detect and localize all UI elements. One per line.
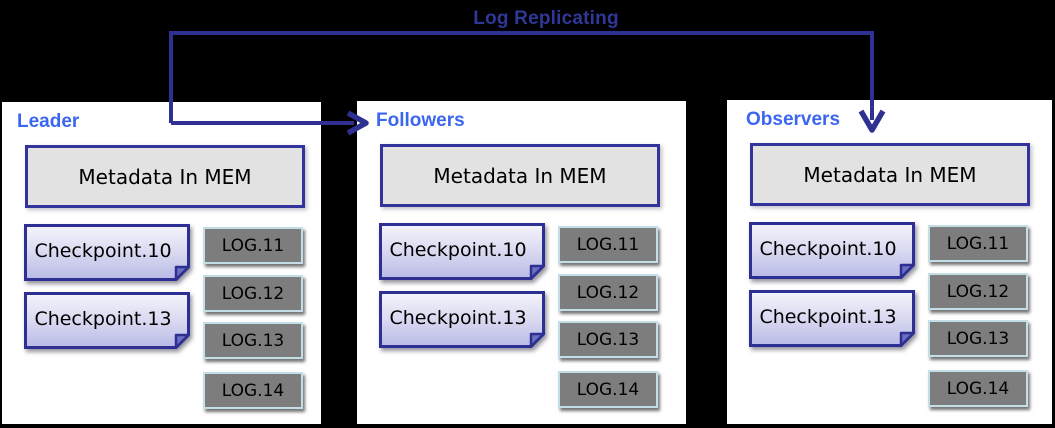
- log-box: LOG.13: [928, 320, 1028, 357]
- log-box: LOG.11: [928, 225, 1028, 262]
- checkpoint-label: Checkpoint.10: [34, 239, 172, 262]
- note-shape-icon: [749, 222, 915, 279]
- log-box: LOG.12: [203, 275, 303, 312]
- checkpoint-note: Checkpoint.13: [379, 291, 545, 348]
- note-shape-icon: [24, 292, 190, 349]
- checkpoint-label: Checkpoint.13: [759, 305, 897, 328]
- checkpoint-note: Checkpoint.10: [749, 222, 915, 279]
- log-box: LOG.14: [928, 370, 1028, 407]
- note-shape-icon: [749, 290, 915, 347]
- log-box: LOG.14: [203, 372, 303, 409]
- log-box: LOG.11: [203, 227, 303, 264]
- log-box: LOG.13: [558, 321, 658, 358]
- checkpoint-note: Checkpoint.10: [379, 223, 545, 280]
- checkpoint-note: Checkpoint.13: [24, 292, 190, 349]
- log-box: LOG.12: [558, 274, 658, 311]
- log-replicating-label: Log Replicating: [473, 8, 619, 29]
- metadata-box: Metadata In MEM: [25, 145, 305, 208]
- checkpoint-label: Checkpoint.10: [759, 237, 897, 260]
- note-shape-icon: [379, 291, 545, 348]
- followers-panel-title: Followers: [376, 110, 465, 131]
- checkpoint-note: Checkpoint.13: [749, 290, 915, 347]
- metadata-box: Metadata In MEM: [750, 143, 1030, 206]
- checkpoint-note: Checkpoint.10: [24, 224, 190, 281]
- leader-panel: Leader Metadata In MEM Checkpoint.10 Che…: [2, 102, 321, 424]
- followers-panel: Followers Metadata In MEM Checkpoint.10 …: [357, 101, 686, 424]
- log-box: LOG.12: [928, 273, 1028, 310]
- checkpoint-label: Checkpoint.10: [389, 238, 527, 261]
- metadata-box: Metadata In MEM: [380, 144, 660, 207]
- leader-panel-title: Leader: [17, 111, 80, 132]
- checkpoint-label: Checkpoint.13: [34, 307, 172, 330]
- log-box: LOG.11: [558, 226, 658, 263]
- log-box: LOG.14: [558, 371, 658, 408]
- observers-panel-title: Observers: [746, 109, 841, 130]
- log-box: LOG.13: [203, 322, 303, 359]
- note-shape-icon: [379, 223, 545, 280]
- checkpoint-label: Checkpoint.13: [389, 306, 527, 329]
- note-shape-icon: [24, 224, 190, 281]
- observers-panel: Observers Metadata In MEM Checkpoint.10 …: [727, 100, 1052, 424]
